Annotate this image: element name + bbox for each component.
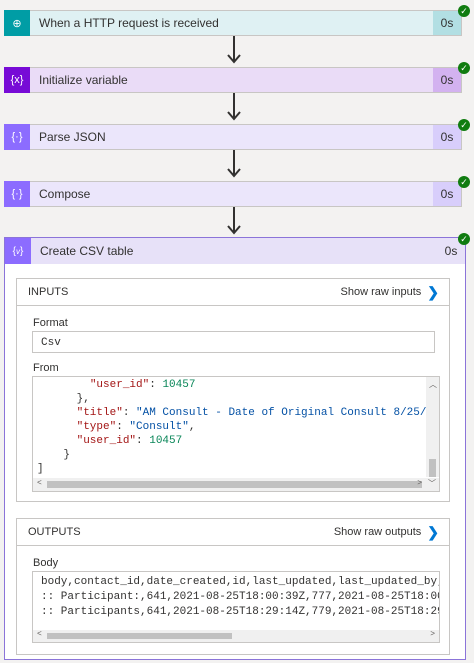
arrow-down-icon bbox=[227, 225, 241, 235]
horizontal-scrollbar[interactable]: < > ﹀ bbox=[33, 478, 439, 491]
code-line: ] bbox=[37, 462, 439, 476]
success-check-icon: ✓ bbox=[458, 233, 470, 245]
step-duration: 0s bbox=[444, 244, 458, 258]
arrow-down-icon bbox=[227, 54, 241, 64]
flow-arrow bbox=[233, 93, 235, 119]
flow-arrow bbox=[233, 150, 235, 176]
from-label: From bbox=[33, 362, 59, 374]
scrollbar-thumb-h[interactable] bbox=[47, 633, 232, 639]
data-operations-icon: {v} bbox=[5, 238, 31, 264]
chevron-right-icon: ❯ bbox=[427, 523, 439, 540]
arrow-down-icon bbox=[227, 168, 241, 178]
arrow-down-icon bbox=[227, 111, 241, 121]
globe-icon: ⊕ bbox=[4, 10, 30, 36]
code-token: "Consult" bbox=[129, 421, 189, 433]
scrollbar-thumb-h[interactable] bbox=[47, 481, 422, 488]
step-label: Initialize variable bbox=[39, 73, 128, 87]
step-label: Parse JSON bbox=[39, 130, 106, 144]
code-token: : bbox=[136, 435, 150, 447]
code-line: "user_id": 10457 bbox=[37, 434, 439, 448]
variable-icon: {x} bbox=[4, 67, 30, 93]
code-token: "type" bbox=[76, 421, 117, 433]
code-line: "type": "Consult", bbox=[37, 420, 439, 434]
data-operations-icon: {·} bbox=[4, 124, 30, 150]
code-token: "AM Consult - Date of Original Consult 8… bbox=[136, 407, 440, 419]
code-token: , bbox=[188, 421, 196, 433]
success-check-icon: ✓ bbox=[458, 5, 470, 17]
code-token: : bbox=[149, 379, 163, 391]
body-label: Body bbox=[33, 557, 59, 569]
format-field[interactable]: Csv bbox=[32, 331, 435, 353]
code-token: }, bbox=[37, 393, 90, 405]
code-line: }, bbox=[37, 392, 439, 406]
scrollbar-thumb[interactable] bbox=[429, 459, 436, 477]
step-1[interactable]: ⊕ When a HTTP request is received 0s bbox=[4, 10, 462, 36]
flow-arrow bbox=[233, 36, 235, 62]
step-duration: 0s bbox=[433, 182, 461, 206]
step-duration: 0s bbox=[433, 125, 461, 149]
format-label: Format bbox=[33, 317, 68, 329]
step-4[interactable]: {·} Compose 0s bbox=[4, 181, 462, 207]
show-raw-outputs-label: Show raw outputs bbox=[333, 526, 422, 538]
code-token: 10457 bbox=[162, 379, 196, 391]
body-field[interactable]: body,contact_id,date_created,id,last_upd… bbox=[32, 571, 440, 643]
step-duration: 0s bbox=[433, 11, 461, 35]
step-3[interactable]: {·} Parse JSON 0s bbox=[4, 124, 462, 150]
success-check-icon: ✓ bbox=[458, 119, 470, 131]
from-code-field[interactable]: "user_id": 10457 }, "title": "AM Consult… bbox=[32, 376, 440, 492]
create-csv-table-header[interactable]: {v} Create CSV table 0s bbox=[5, 238, 465, 264]
body-line: body,contact_id,date_created,id,last_upd… bbox=[41, 576, 440, 588]
code-token: "user_id" bbox=[89, 379, 150, 391]
horizontal-scrollbar[interactable]: < > bbox=[33, 630, 439, 642]
code-token: 10457 bbox=[149, 435, 183, 447]
inputs-title: INPUTS bbox=[28, 286, 69, 298]
code-token: "title" bbox=[76, 407, 123, 419]
code-token: : bbox=[122, 407, 137, 419]
chevron-right-icon: ❯ bbox=[427, 283, 439, 300]
format-value: Csv bbox=[41, 337, 61, 349]
show-raw-outputs-link[interactable]: Show raw outputs ❯ bbox=[334, 524, 439, 541]
code-token bbox=[37, 435, 77, 447]
body-line: :: Participant:,641,2021-08-25T18:00:39Z… bbox=[41, 591, 440, 603]
body-line: :: Participants,641,2021-08-25T18:29:14Z… bbox=[41, 606, 440, 618]
code-token: : bbox=[116, 421, 130, 433]
code-token: } bbox=[37, 449, 71, 461]
success-check-icon: ✓ bbox=[458, 62, 470, 74]
success-check-icon: ✓ bbox=[458, 176, 470, 188]
step-label: Compose bbox=[39, 187, 91, 201]
step-label: Create CSV table bbox=[40, 244, 134, 258]
code-line: } bbox=[37, 448, 439, 462]
outputs-title: OUTPUTS bbox=[28, 526, 81, 538]
step-2[interactable]: {x} Initialize variable 0s bbox=[4, 67, 462, 93]
show-raw-inputs-link[interactable]: Show raw inputs ❯ bbox=[341, 284, 439, 301]
flow-arrow bbox=[233, 207, 235, 233]
step-duration: 0s bbox=[433, 68, 461, 92]
vertical-scrollbar[interactable]: ︿ bbox=[426, 377, 439, 477]
code-line: "user_id": 10457 bbox=[37, 378, 439, 392]
code-token bbox=[37, 407, 77, 419]
code-token: "user_id" bbox=[76, 435, 137, 447]
data-operations-icon: {·} bbox=[4, 181, 30, 207]
code-token bbox=[37, 379, 90, 391]
show-raw-inputs-label: Show raw inputs bbox=[340, 286, 422, 298]
code-token: ] bbox=[37, 463, 44, 475]
step-label: When a HTTP request is received bbox=[39, 16, 219, 30]
code-token bbox=[37, 421, 77, 433]
code-line: "title": "AM Consult - Date of Original … bbox=[37, 406, 440, 420]
